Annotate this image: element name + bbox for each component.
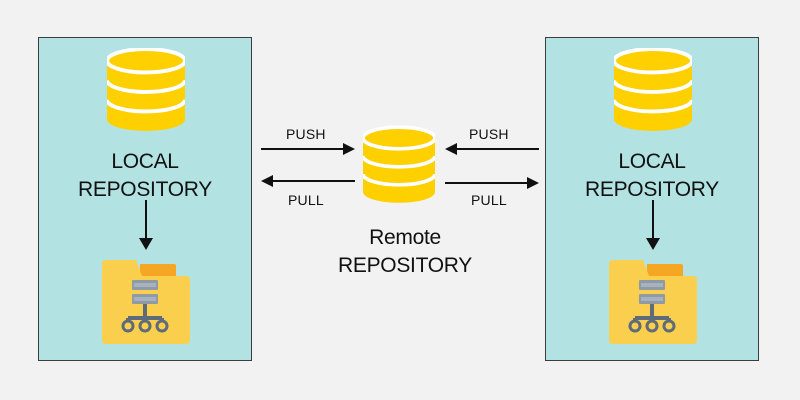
right-local-panel: LOCAL REPOSITORY — [545, 37, 759, 361]
down-arrow-icon — [646, 200, 660, 250]
left-push-label: PUSH — [286, 126, 326, 142]
database-icon — [614, 48, 692, 132]
local-repository-label: LOCAL REPOSITORY — [546, 148, 758, 204]
local-label-line1: LOCAL — [111, 150, 179, 173]
network-folder-icon — [609, 256, 699, 346]
local-label-line2: REPOSITORY — [585, 178, 719, 201]
remote-label-line2: REPOSITORY — [338, 254, 472, 277]
down-arrow-icon — [139, 200, 153, 250]
pull-arrow-right-icon — [445, 177, 539, 189]
left-local-panel: LOCAL REPOSITORY — [38, 37, 252, 361]
push-arrow-right-icon — [261, 143, 355, 155]
database-icon — [107, 48, 185, 132]
remote-repository-label: Remote REPOSITORY — [320, 224, 490, 280]
left-pull-label: PULL — [288, 192, 324, 208]
right-pull-label: PULL — [471, 192, 507, 208]
right-push-label: PUSH — [469, 126, 509, 142]
local-label-line2: REPOSITORY — [78, 178, 212, 201]
push-arrow-left-icon — [445, 143, 539, 155]
network-folder-icon — [102, 256, 192, 346]
pull-arrow-left-icon — [261, 175, 355, 187]
local-label-line1: LOCAL — [618, 150, 686, 173]
remote-label-line1: Remote — [369, 226, 441, 249]
local-repository-label: LOCAL REPOSITORY — [39, 148, 251, 204]
remote-database-icon — [363, 122, 435, 208]
